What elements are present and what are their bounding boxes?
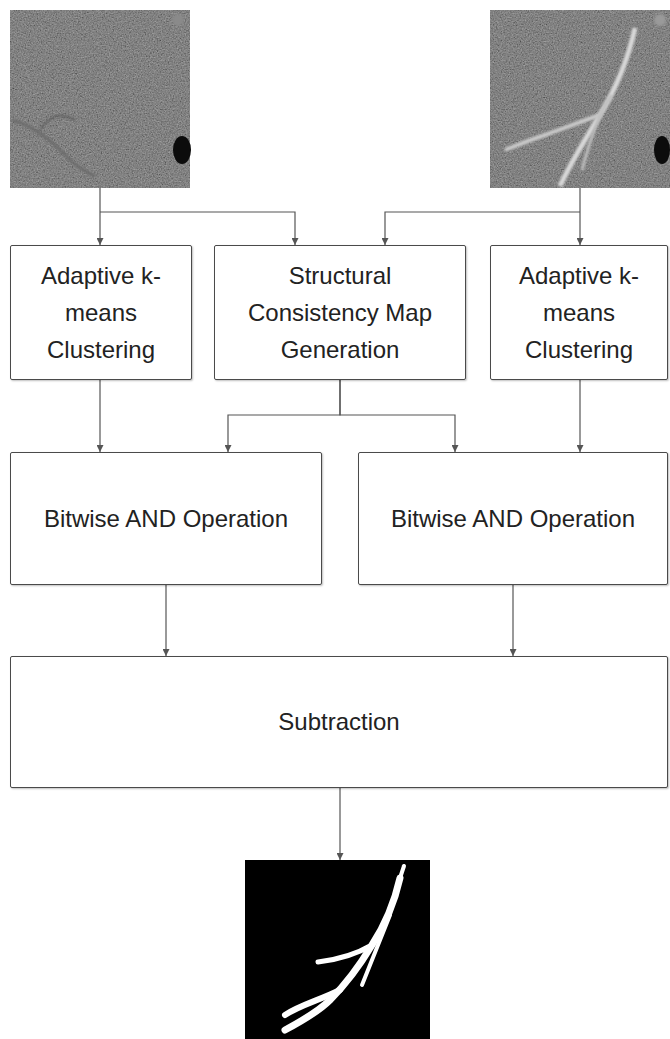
output-change-map [245, 860, 430, 1039]
flow-arrow [228, 380, 340, 452]
process-box: Adaptive k-means Clustering [10, 245, 192, 380]
input-image-before [10, 10, 191, 188]
box-label: Adaptive k-means Clustering [509, 257, 649, 369]
process-box: Adaptive k-means Clustering [490, 245, 668, 380]
process-box: Bitwise AND Operation [358, 452, 668, 585]
process-box: Structural Consistency Map Generation [214, 245, 466, 380]
flow-arrow [165, 585, 166, 656]
flow-arrow [579, 380, 580, 452]
box-label: Subtraction [278, 703, 399, 740]
box-label: Adaptive k-means Clustering [29, 257, 173, 369]
flow-arrow [340, 380, 455, 452]
flow-arrow [99, 380, 100, 452]
box-label: Structural Consistency Map Generation [233, 257, 447, 369]
box-label: Bitwise AND Operation [44, 500, 288, 537]
box-label: Bitwise AND Operation [391, 500, 635, 537]
process-box: Subtraction [10, 656, 668, 788]
input-image-after [490, 10, 670, 188]
flow-arrow [512, 585, 513, 656]
process-box: Bitwise AND Operation [10, 452, 322, 585]
